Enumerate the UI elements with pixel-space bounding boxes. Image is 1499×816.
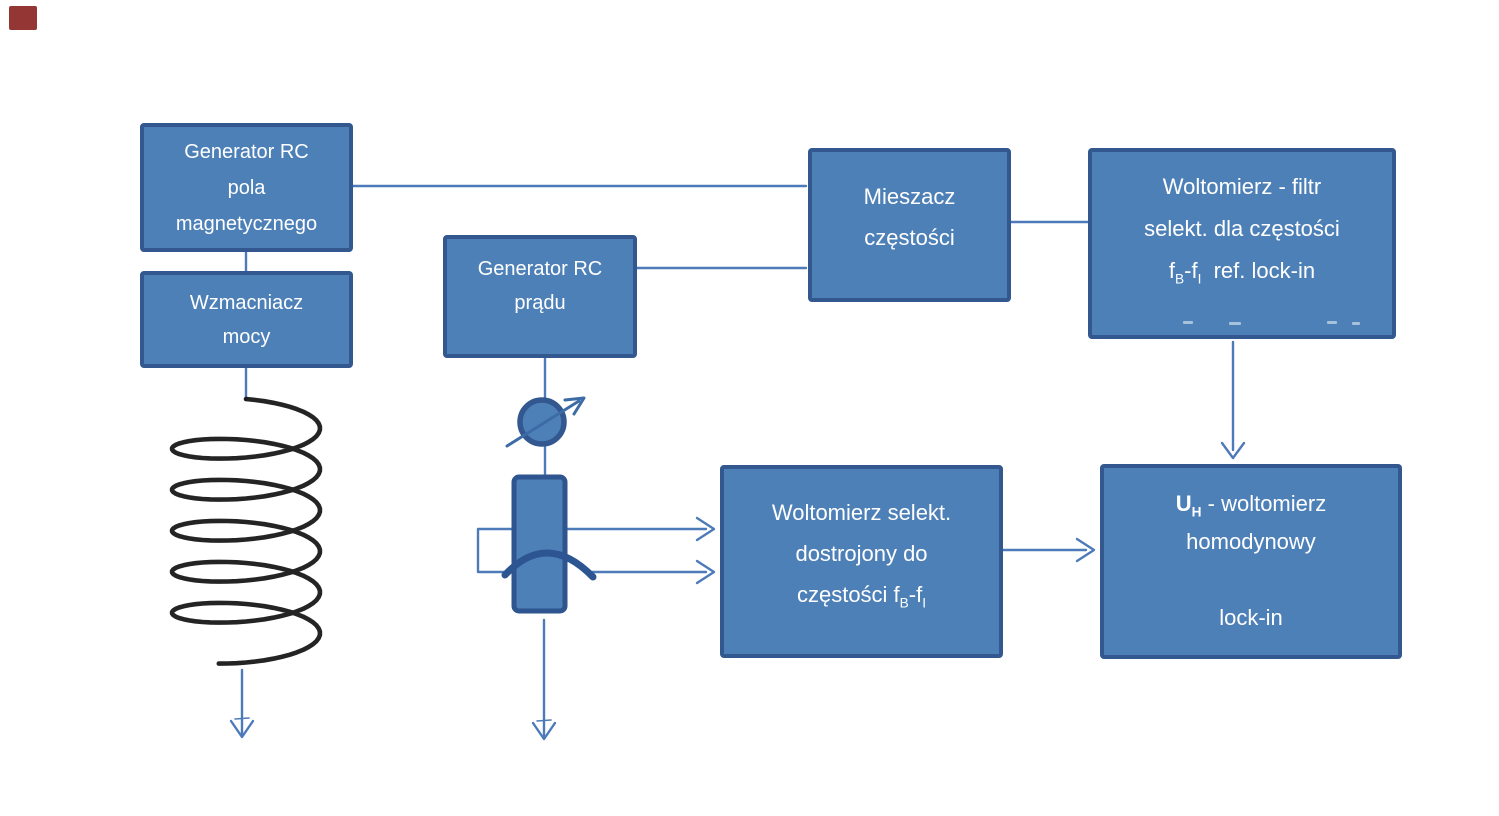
corner-red-badge [9, 6, 37, 30]
arrow-selekt-to-uh [1001, 537, 1096, 563]
erased-text-residue [1229, 322, 1241, 325]
box-line: magnetycznego [175, 212, 318, 235]
arrow-filtr-to-uh [1220, 340, 1246, 460]
box-line: selekt. dla częstości [1144, 216, 1340, 241]
box-woltomierz-selekt: Woltomierz selekt. dostrojony do częstości… [720, 465, 1003, 658]
erased-text-residue [1327, 321, 1337, 324]
box-line: Woltomierz selekt. [771, 500, 952, 525]
box-line: mocy [222, 325, 271, 348]
box-mieszacz-czestosci: Mieszacz częstości [808, 148, 1011, 302]
box-line: Generator RC [477, 258, 603, 280]
magnet-coil-drawing [169, 396, 323, 666]
box-line: Woltomierz - filtr [1162, 174, 1322, 199]
box-line: fB-fI ref. lock-in [1168, 258, 1316, 287]
box-line: dostrojony do [795, 541, 928, 566]
box-line: lock-in [1219, 605, 1283, 630]
box-woltomierz-filtr: Woltomierz - filtr selekt. dla częstości f… [1088, 148, 1396, 339]
box-line: homodynowy [1186, 529, 1316, 554]
arrow-sample-bottom-to-selekt [590, 559, 716, 585]
sample-rect [511, 474, 568, 614]
box-uh-woltomierz-homodynowy: UH - woltomierz homodynowy lock-in [1100, 464, 1402, 659]
crossover-arc [501, 549, 597, 581]
box-line: Wzmacniacz [189, 291, 304, 314]
box-generator-rc-pradu: Generator RC prądu [443, 235, 637, 358]
erased-text-residue [1183, 321, 1193, 324]
box-line: pola [227, 176, 266, 199]
variable-arrow-icon [505, 396, 586, 448]
box-line: Mieszacz [863, 184, 956, 209]
box-line: częstości [864, 225, 955, 250]
box-line: Generator RC [184, 140, 309, 163]
arrow-down-from-coil [229, 668, 255, 739]
arrow-sample-top-to-selekt [563, 516, 716, 542]
erased-text-residue [1352, 322, 1360, 325]
box-wzmacniacz-mocy: Wzmacniacz mocy [140, 271, 353, 368]
box-line [1104, 561, 1398, 599]
arrow-down-from-sample [531, 618, 557, 741]
variable-source-symbol [505, 396, 586, 448]
box-generator-rc-pola: Generator RC pola magnetycznego [140, 123, 353, 252]
box-line: UH - woltomierz [1175, 491, 1327, 520]
box-line: prądu [514, 292, 566, 314]
sample-left-bracket [476, 527, 516, 574]
box-line: częstości fB-fI [796, 582, 927, 611]
source-circle [517, 397, 567, 447]
